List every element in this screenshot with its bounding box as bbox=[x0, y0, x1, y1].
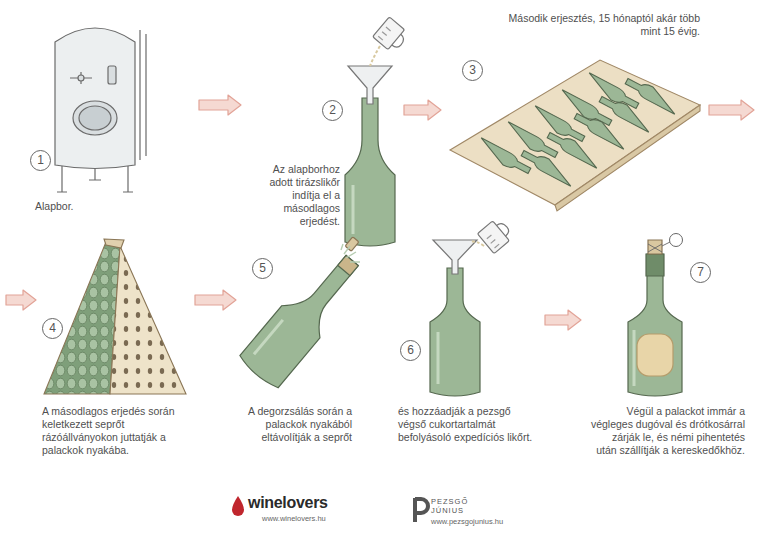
flow-arrow bbox=[404, 100, 441, 120]
flow-arrow bbox=[6, 100, 754, 310]
aging-rack bbox=[450, 60, 700, 211]
aging-rack-part-part bbox=[545, 129, 603, 168]
process-step: 1Alapbor. bbox=[25, 5, 195, 230]
process-step: 6 és hozzáadják a pezsgő végső cukortarta… bbox=[395, 232, 541, 490]
dosage-bottle-part bbox=[430, 268, 480, 396]
wine-tank-part bbox=[57, 166, 133, 192]
step-caption: Második erjesztés, 15 hónaptól akár több… bbox=[505, 12, 700, 38]
wine-tank-part bbox=[108, 66, 116, 84]
step-caption: A másodlagos erjedés során keletkezett s… bbox=[42, 405, 190, 457]
flow-arrow bbox=[195, 290, 236, 310]
callout-number: 4 bbox=[42, 318, 63, 339]
finished-bottle-part bbox=[628, 254, 682, 396]
process-step: 5 A degorzsálás során a palackok nyakából… bbox=[240, 235, 355, 490]
flow-arrow bbox=[545, 310, 581, 330]
wine-tank-part bbox=[79, 106, 111, 130]
disgorging-bottle-part-part bbox=[237, 244, 371, 390]
bottle-filling-part bbox=[348, 66, 392, 104]
disgorging-bottle-part-part bbox=[254, 320, 283, 354]
finished-bottle-part bbox=[648, 240, 662, 254]
aging-rack-part bbox=[475, 73, 681, 186]
dosage-bottle-part bbox=[470, 242, 484, 247]
logo-icons-part bbox=[232, 496, 244, 516]
bottle-filling-part-part bbox=[373, 17, 405, 50]
finished-bottle-part bbox=[670, 234, 683, 247]
finished-bottle-part bbox=[648, 242, 670, 252]
web-address: www.pezsgojunius.hu bbox=[431, 517, 503, 526]
wine-tank-part bbox=[55, 28, 135, 169]
bottle-filling-part bbox=[370, 46, 380, 66]
step-caption: A degorzsálás során a palackok nyakából … bbox=[242, 405, 352, 444]
logo-text: winelovers bbox=[248, 494, 328, 512]
bottle-filling-part bbox=[345, 98, 395, 246]
dosage-bottle-part-part bbox=[477, 221, 509, 254]
callout-number: 2 bbox=[322, 100, 343, 121]
disgorging-bottle-part-part bbox=[338, 255, 359, 275]
disgorging-bottle-part bbox=[237, 244, 371, 390]
callout-number: 1 bbox=[30, 150, 51, 171]
step-caption: Végül a palackot immár a végleges dugóva… bbox=[590, 405, 745, 457]
dosage-bottle-part bbox=[437, 332, 440, 384]
logo-text: JÚNIUS bbox=[431, 506, 464, 515]
wine-tank bbox=[55, 28, 146, 192]
web-address: www.winelovers.hu bbox=[262, 514, 326, 523]
logo-text: PEZSGŐ bbox=[431, 497, 468, 506]
callout-number: 3 bbox=[462, 60, 483, 81]
riddling-rack-part bbox=[104, 239, 124, 248]
finished-bottle bbox=[628, 234, 683, 397]
bottle-filling bbox=[345, 17, 410, 246]
wine-tank-part bbox=[89, 168, 101, 180]
process-step: 3 Második erjesztés, 15 hónaptól akár töb… bbox=[445, 5, 705, 230]
disgorging-bottle bbox=[237, 237, 371, 391]
wine-tank-part bbox=[73, 101, 117, 135]
dosage-bottle bbox=[430, 216, 515, 396]
riddling-rack-part bbox=[110, 246, 186, 394]
step-caption: és hozzáadják a pezsgő végső cukortartal… bbox=[398, 405, 540, 444]
callout-number: 7 bbox=[690, 262, 711, 283]
finished-bottle-part bbox=[646, 254, 664, 276]
dosage-bottle-part-part bbox=[487, 235, 499, 248]
callout-number: 5 bbox=[252, 258, 273, 279]
process-step: 7Végül a palackot immár a végleges dugóv… bbox=[585, 232, 750, 490]
dosage-bottle-part bbox=[433, 240, 477, 274]
dosage-bottle-part bbox=[477, 216, 514, 253]
bottle-filling-part-part bbox=[392, 34, 406, 49]
bottle-filling-part bbox=[352, 185, 355, 234]
bottle-filling-part bbox=[373, 17, 410, 54]
step-caption: Alapbor. bbox=[35, 200, 185, 213]
step-caption: Az alapborhoz adott tirázslikőr indítja … bbox=[248, 163, 340, 228]
logo-icons-part bbox=[415, 498, 428, 522]
dosage-bottle-part-part bbox=[497, 221, 511, 236]
process-step: 2 Az alapborhoz adott tirázslikőr indítja… bbox=[245, 5, 400, 245]
wine-tank-part bbox=[140, 30, 146, 160]
wine-tank-part bbox=[70, 72, 92, 84]
disgorging-bottle-part bbox=[341, 244, 360, 262]
callout-number: 6 bbox=[400, 340, 421, 361]
finished-bottle-part bbox=[637, 334, 673, 376]
wine-tank-part bbox=[78, 75, 84, 81]
finished-bottle-part bbox=[633, 330, 636, 386]
process-step: 4 A másodlagos erjedés során keletkezett … bbox=[40, 235, 191, 490]
riddling-rack bbox=[44, 239, 186, 394]
aging-rack-part-part bbox=[623, 75, 681, 114]
bottle-filling-part-part bbox=[378, 27, 390, 40]
flow-arrow bbox=[199, 95, 241, 115]
